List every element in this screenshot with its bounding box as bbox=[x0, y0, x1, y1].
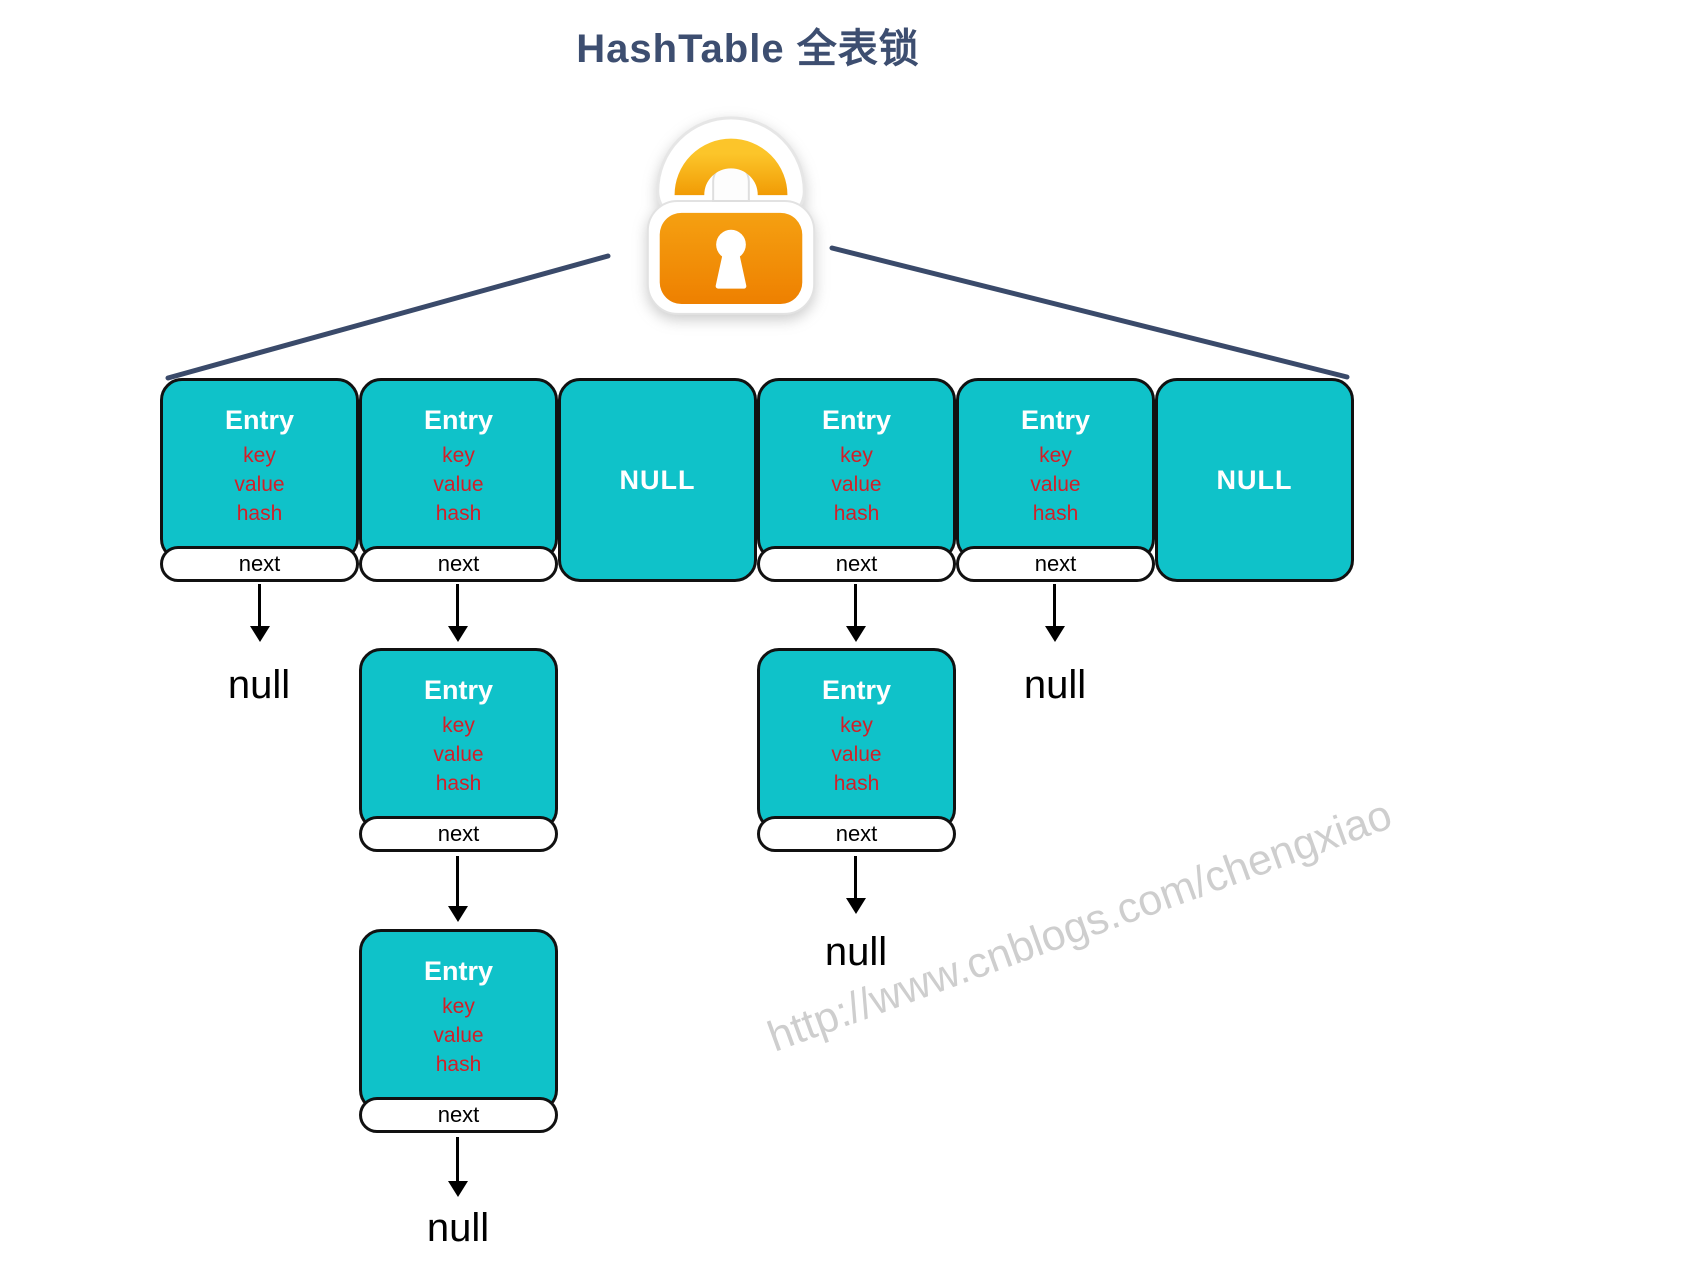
entry-field-value: value bbox=[831, 473, 882, 496]
null-terminal-label: null bbox=[1023, 663, 1087, 707]
entry-box: Entry key value hash bbox=[757, 378, 956, 561]
entry-field-key: key bbox=[840, 714, 873, 737]
lock-line-right bbox=[829, 245, 1350, 380]
null-bucket-label: NULL bbox=[619, 464, 696, 495]
entry-field-key: key bbox=[442, 444, 475, 467]
chain-entry-box: Entry key value hash next bbox=[359, 929, 558, 1133]
next-arrow bbox=[1053, 584, 1056, 626]
entry-title: Entry bbox=[423, 675, 494, 705]
null-bucket-label: NULL bbox=[1216, 464, 1293, 495]
entry-title: Entry bbox=[423, 405, 494, 435]
null-bucket-box: NULL bbox=[558, 378, 757, 582]
entry-field-value: value bbox=[433, 1024, 484, 1047]
entry-box: Entry key value hash bbox=[359, 929, 558, 1112]
entry-field-hash: hash bbox=[1032, 502, 1079, 525]
entry-field-key: key bbox=[243, 444, 276, 467]
entry-fields: key value hash bbox=[760, 711, 953, 798]
entry-field-value: value bbox=[433, 473, 484, 496]
entry-fields: key value hash bbox=[362, 711, 555, 798]
entry-title: Entry bbox=[423, 956, 494, 986]
entry-box: Entry key value hash bbox=[160, 378, 359, 561]
entry-fields: key value hash bbox=[362, 992, 555, 1079]
next-arrow bbox=[854, 856, 857, 898]
entry-field-key: key bbox=[840, 444, 873, 467]
entry-fields: key value hash bbox=[163, 441, 356, 528]
entry-fields: key value hash bbox=[959, 441, 1152, 528]
next-pointer: next bbox=[160, 546, 359, 582]
bucket-cell-0: Entry key value hash next bbox=[160, 378, 359, 582]
null-terminal-label: null bbox=[824, 930, 888, 974]
next-arrow bbox=[456, 584, 459, 626]
page-title: HashTable 全表锁 bbox=[576, 27, 920, 71]
bucket-cell-3: Entry key value hash next bbox=[757, 378, 956, 582]
chain-entry-box: Entry key value hash next bbox=[359, 648, 558, 852]
entry-field-hash: hash bbox=[833, 772, 880, 795]
entry-title: Entry bbox=[821, 405, 892, 435]
entry-box: Entry key value hash bbox=[359, 378, 558, 561]
entry-field-hash: hash bbox=[236, 502, 283, 525]
next-pointer: next bbox=[359, 816, 558, 852]
entry-field-key: key bbox=[1039, 444, 1072, 467]
next-arrow bbox=[456, 856, 459, 906]
entry-field-value: value bbox=[1030, 473, 1081, 496]
entry-field-value: value bbox=[831, 743, 882, 766]
entry-field-key: key bbox=[442, 714, 475, 737]
entry-fields: key value hash bbox=[362, 441, 555, 528]
entry-box: Entry key value hash bbox=[757, 648, 956, 831]
bucket-cell-5: NULL bbox=[1155, 378, 1354, 582]
next-arrow bbox=[258, 584, 261, 626]
next-pointer: next bbox=[359, 546, 558, 582]
entry-field-hash: hash bbox=[435, 772, 482, 795]
next-pointer: next bbox=[956, 546, 1155, 582]
next-arrow bbox=[456, 1137, 459, 1181]
entry-title: Entry bbox=[821, 675, 892, 705]
entry-field-value: value bbox=[234, 473, 285, 496]
bucket-cell-2: NULL bbox=[558, 378, 757, 582]
entry-fields: key value hash bbox=[760, 441, 953, 528]
entry-field-hash: hash bbox=[435, 1053, 482, 1076]
entry-field-hash: hash bbox=[435, 502, 482, 525]
null-bucket-box: NULL bbox=[1155, 378, 1354, 582]
next-arrow bbox=[854, 584, 857, 626]
next-pointer: next bbox=[359, 1097, 558, 1133]
entry-title: Entry bbox=[224, 405, 295, 435]
next-pointer: next bbox=[757, 816, 956, 852]
chain-entry-box: Entry key value hash next bbox=[757, 648, 956, 852]
next-pointer: next bbox=[757, 546, 956, 582]
lock-line-left bbox=[165, 253, 611, 381]
bucket-cell-4: Entry key value hash next bbox=[956, 378, 1155, 582]
entry-field-value: value bbox=[433, 743, 484, 766]
entry-title: Entry bbox=[1020, 405, 1091, 435]
entry-field-key: key bbox=[442, 995, 475, 1018]
padlock-icon bbox=[646, 116, 816, 315]
null-terminal-label: null bbox=[227, 663, 291, 707]
entry-field-hash: hash bbox=[833, 502, 880, 525]
entry-box: Entry key value hash bbox=[359, 648, 558, 831]
null-terminal-label: null bbox=[426, 1206, 490, 1250]
bucket-cell-1: Entry key value hash next bbox=[359, 378, 558, 582]
entry-box: Entry key value hash bbox=[956, 378, 1155, 561]
